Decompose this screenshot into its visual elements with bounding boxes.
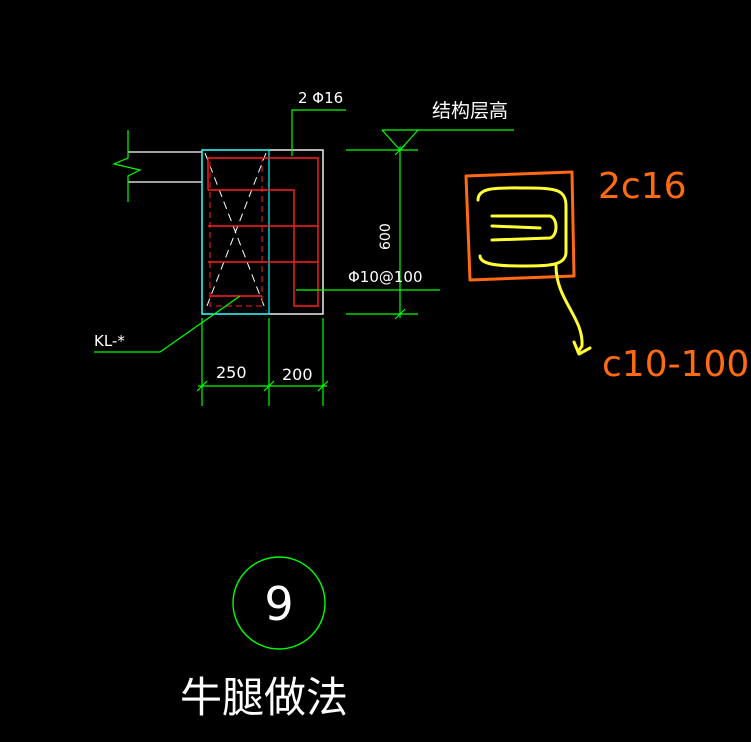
level-label: 结构层高 [432, 100, 508, 122]
section-cross-hatch [204, 152, 267, 312]
height-dimension [346, 144, 418, 320]
detail-number: 9 [264, 577, 293, 631]
width-dim-250: 250 [216, 363, 247, 382]
beam-label: KL-* [94, 332, 125, 350]
width-dimension [196, 318, 329, 406]
width-dim-200: 200 [282, 365, 313, 384]
stirrup-note: c10-100 [602, 344, 749, 385]
break-symbol [112, 130, 142, 202]
column-section [201, 149, 270, 315]
annotation-sketch [476, 186, 592, 356]
rebar-note: 2c16 [598, 166, 687, 207]
leader-lines [94, 109, 440, 353]
stirrup-label: Φ10@100 [348, 268, 423, 286]
detail-title: 牛腿做法 [180, 673, 348, 722]
level-marker [381, 129, 514, 151]
slab-stub [128, 151, 202, 183]
height-dim-label: 600 [378, 223, 394, 250]
top-rebar-label: 2 Φ16 [298, 89, 343, 107]
detail-bubble [232, 556, 326, 650]
annotation-box [464, 170, 576, 282]
rebar-cage [207, 157, 319, 307]
